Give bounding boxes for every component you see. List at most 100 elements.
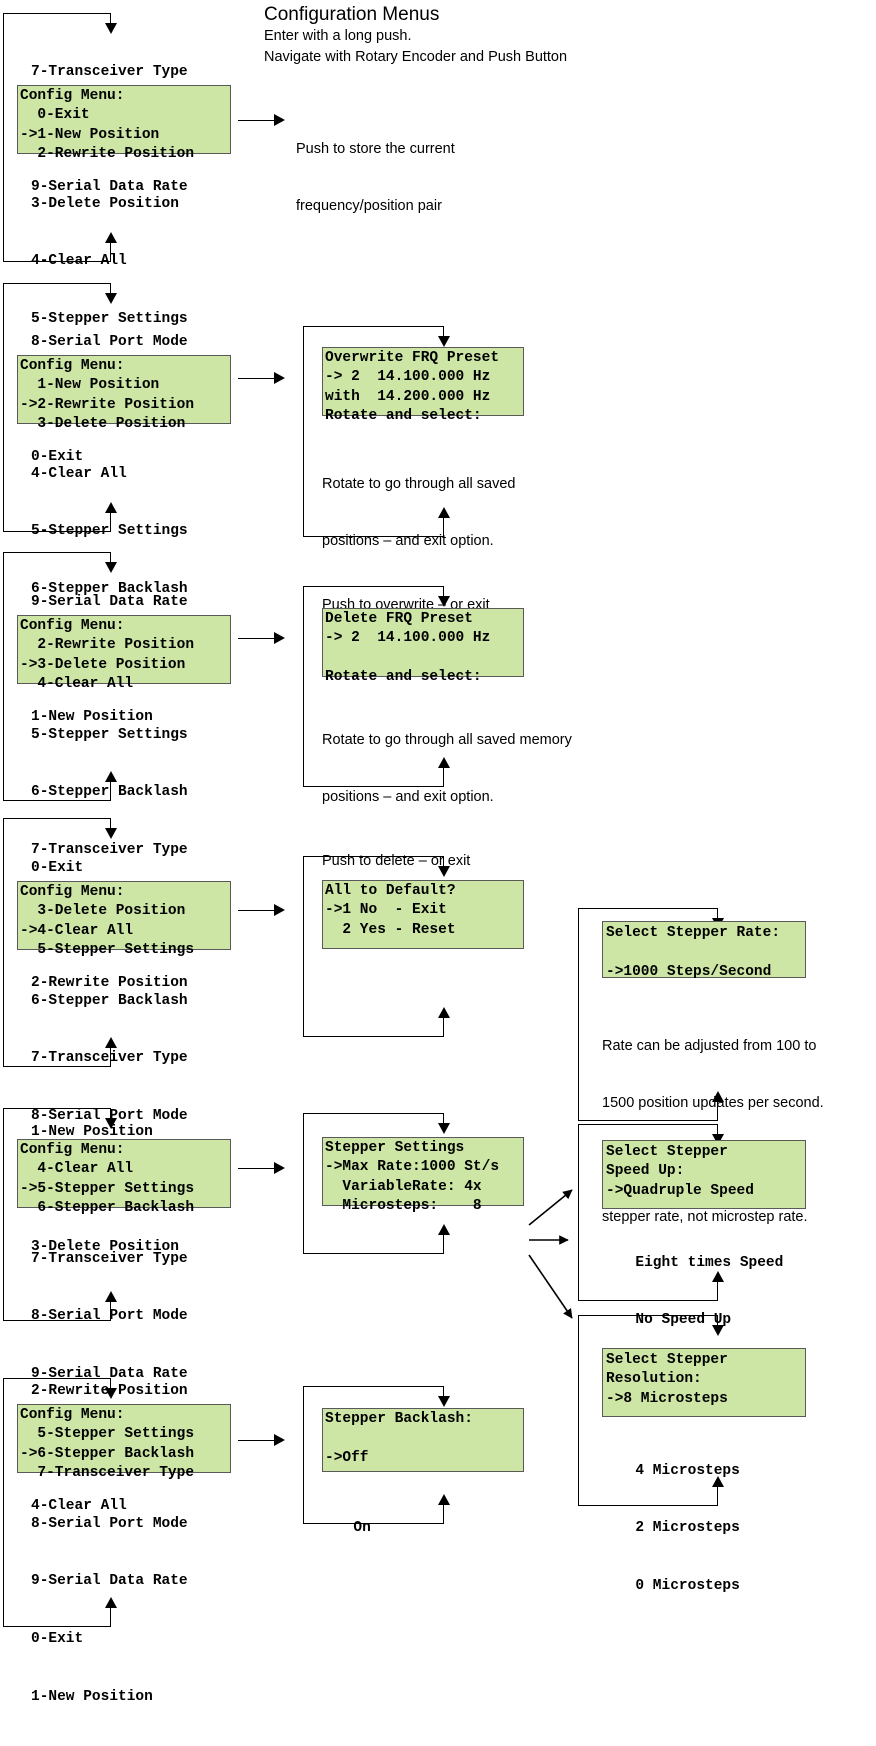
lcd-line: 2-Rewrite Position bbox=[20, 145, 195, 162]
lcd-config-menu-rewrite-position[interactable]: Config Menu: 1-New Position ->2-Rewrite … bbox=[17, 355, 231, 432]
lcd-stepper-backlash[interactable]: Stepper Backlash: ->Off bbox=[322, 1408, 524, 1472]
lcd-select-stepper-resolution[interactable]: Select Stepper Resolution: ->8 Microstep… bbox=[602, 1348, 806, 1417]
lcd-config-menu-delete-position[interactable]: Config Menu: 2-Rewrite Position ->3-Dele… bbox=[17, 615, 231, 692]
arrow-into-menu-s2 bbox=[105, 293, 117, 304]
lcd-line bbox=[606, 943, 805, 962]
panel-loop-right-bottom-s2 bbox=[443, 518, 444, 536]
arrow-right-s3 bbox=[274, 632, 285, 644]
panel-loop-right-top-s5 bbox=[443, 1113, 444, 1125]
panel-loop-left-speed bbox=[578, 1124, 579, 1300]
lcd-line bbox=[325, 649, 523, 668]
lcd-line: Rotate and select: bbox=[325, 668, 482, 685]
panel-loop-right-bottom-s4 bbox=[443, 1018, 444, 1036]
lcd-line: Delete FRQ Preset bbox=[325, 611, 473, 627]
panel-loop-top-s2 bbox=[303, 326, 444, 327]
lcd-line: ->3-Delete Position bbox=[20, 656, 186, 673]
lcd-line: 5-Stepper Settings bbox=[20, 941, 195, 958]
lcd-line: with 14.200.000 Hz bbox=[325, 388, 491, 405]
panel-extra-backlash: On bbox=[336, 1519, 371, 1536]
lcd-line: Config Menu: bbox=[20, 88, 125, 104]
loop-left-s4 bbox=[3, 818, 4, 1066]
loop-top-s2 bbox=[3, 283, 111, 284]
lcd-config-menu-stepper-settings[interactable]: Config Menu: 4-Clear All ->5-Stepper Set… bbox=[17, 1139, 231, 1216]
note-s1: Push to store the current frequency/posi… bbox=[296, 141, 455, 214]
panel-extra-res: 4 Microsteps 2 Microsteps 0 Microsteps bbox=[618, 1462, 740, 1595]
arrow-into-menu-s4 bbox=[105, 828, 117, 839]
panel-loop-right-top-s4 bbox=[443, 856, 444, 868]
panel-loop-right-bottom-s5 bbox=[443, 1235, 444, 1253]
lcd-line: ->6-Stepper Backlash bbox=[20, 1445, 195, 1462]
lcd-line: 5-Stepper Settings bbox=[20, 1426, 195, 1443]
panel-arrow-out-s3 bbox=[438, 757, 450, 768]
lcd-line: Select Stepper Rate: bbox=[606, 925, 781, 941]
lcd-line: Speed Up: bbox=[606, 1163, 685, 1180]
lcd-line: 7-Transceiver Type bbox=[20, 1464, 195, 1481]
panel-loop-right-top-speed bbox=[717, 1124, 718, 1136]
panel-loop-right-bottom-s6 bbox=[443, 1505, 444, 1523]
arrow-into-menu-s5 bbox=[105, 1118, 117, 1129]
loop-top-s5 bbox=[3, 1108, 111, 1109]
loop-left-s2 bbox=[3, 283, 4, 531]
panel-loop-left-s3 bbox=[303, 586, 304, 786]
arrow-right-s1 bbox=[274, 114, 285, 126]
lcd-line: Select Stepper bbox=[606, 1352, 728, 1368]
lcd-line: Config Menu: bbox=[20, 358, 125, 374]
lcd-line: Config Menu: bbox=[20, 1142, 125, 1158]
lcd-stepper-settings[interactable]: Stepper Settings ->Max Rate:1000 St/s Va… bbox=[322, 1137, 524, 1214]
panel-loop-bottom-s4 bbox=[303, 1036, 444, 1037]
arrow-into-menu-s1 bbox=[105, 23, 117, 34]
lcd-delete-frq-preset[interactable]: Delete FRQ Preset -> 2 14.100.000 Hz Rot… bbox=[322, 608, 524, 685]
panel-loop-right-bottom-s3 bbox=[443, 768, 444, 786]
lcd-line: ->Max Rate:1000 St/s bbox=[325, 1159, 500, 1176]
lcd-config-menu-stepper-backlash[interactable]: Config Menu: 5-Stepper Settings ->6-Step… bbox=[17, 1404, 231, 1481]
panel-loop-top-s6 bbox=[303, 1386, 444, 1387]
panel-loop-left-s6 bbox=[303, 1386, 304, 1523]
lcd-config-menu-clear-all[interactable]: Config Menu: 3-Delete Position ->4-Clear… bbox=[17, 881, 231, 958]
panel-arrow-out-rate bbox=[712, 1091, 724, 1102]
lcd-line: VariableRate: 4x bbox=[325, 1178, 482, 1195]
arrow-out-menu-s3 bbox=[105, 771, 117, 782]
connector-s5 bbox=[238, 1168, 276, 1169]
connector-s6 bbox=[238, 1440, 276, 1441]
panel-loop-right-bottom-rate bbox=[717, 1102, 718, 1120]
lcd-line: 4-Clear All bbox=[20, 675, 134, 692]
panel-loop-top-res bbox=[578, 1315, 718, 1316]
panel-loop-right-bottom-speed bbox=[717, 1282, 718, 1300]
lcd-select-stepper-speed-up[interactable]: Select Stepper Speed Up: ->Quadruple Spe… bbox=[602, 1140, 806, 1209]
lcd-line: 2-Rewrite Position bbox=[20, 637, 195, 654]
panel-arrow-in-speed bbox=[712, 1134, 724, 1145]
arrow-out-menu-s4 bbox=[105, 1037, 117, 1048]
lcd-line: Select Stepper bbox=[606, 1144, 728, 1160]
panel-loop-top-speed bbox=[578, 1124, 718, 1125]
panel-arrow-in-s4 bbox=[438, 866, 450, 877]
lcd-line: Config Menu: bbox=[20, 1407, 125, 1423]
lcd-line: 3-Delete Position bbox=[20, 415, 186, 432]
panel-arrow-out-res bbox=[712, 1476, 724, 1487]
loop-right-bottom-s3 bbox=[110, 782, 111, 800]
panel-loop-left-s4 bbox=[303, 856, 304, 1036]
lcd-line: Stepper Backlash: bbox=[325, 1411, 473, 1427]
panel-arrow-out-s6 bbox=[438, 1494, 450, 1505]
lcd-line: ->8 Microsteps bbox=[606, 1390, 728, 1407]
panel-loop-top-s3 bbox=[303, 586, 444, 587]
lcd-line bbox=[325, 940, 523, 959]
menu-below-s6: 8-Serial Port Mode 9-Serial Data Rate 0-… bbox=[31, 1515, 188, 1706]
loop-top-s6 bbox=[3, 1378, 111, 1379]
panel-loop-bottom-rate bbox=[578, 1120, 718, 1121]
lcd-select-stepper-rate[interactable]: Select Stepper Rate: ->1000 Steps/Second bbox=[602, 921, 806, 980]
panel-arrow-in-s6 bbox=[438, 1396, 450, 1407]
lcd-line: ->Quadruple Speed bbox=[606, 1182, 754, 1199]
lcd-all-to-default[interactable]: All to Default? ->1 No - Exit 2 Yes - Re… bbox=[322, 880, 524, 949]
lcd-line: ->1-New Position bbox=[20, 126, 160, 143]
lcd-line: Microsteps: 8 bbox=[325, 1197, 482, 1214]
lcd-overwrite-frq-preset[interactable]: Overwrite FRQ Preset -> 2 14.100.000 Hz … bbox=[322, 347, 524, 424]
loop-top-s4 bbox=[3, 818, 111, 819]
lcd-line: 3-Delete Position bbox=[20, 903, 186, 920]
lcd-line: 1-New Position bbox=[20, 377, 160, 394]
panel-arrow-out-s5 bbox=[438, 1224, 450, 1235]
lcd-line: Overwrite FRQ Preset bbox=[325, 350, 500, 366]
panel-note-s3: Rotate to go through all saved memory po… bbox=[322, 732, 572, 869]
lcd-config-menu-new-position[interactable]: Config Menu: 0-Exit ->1-New Position 2-R… bbox=[17, 85, 231, 162]
lcd-line bbox=[325, 1429, 523, 1448]
panel-loop-bottom-s2 bbox=[303, 536, 444, 537]
